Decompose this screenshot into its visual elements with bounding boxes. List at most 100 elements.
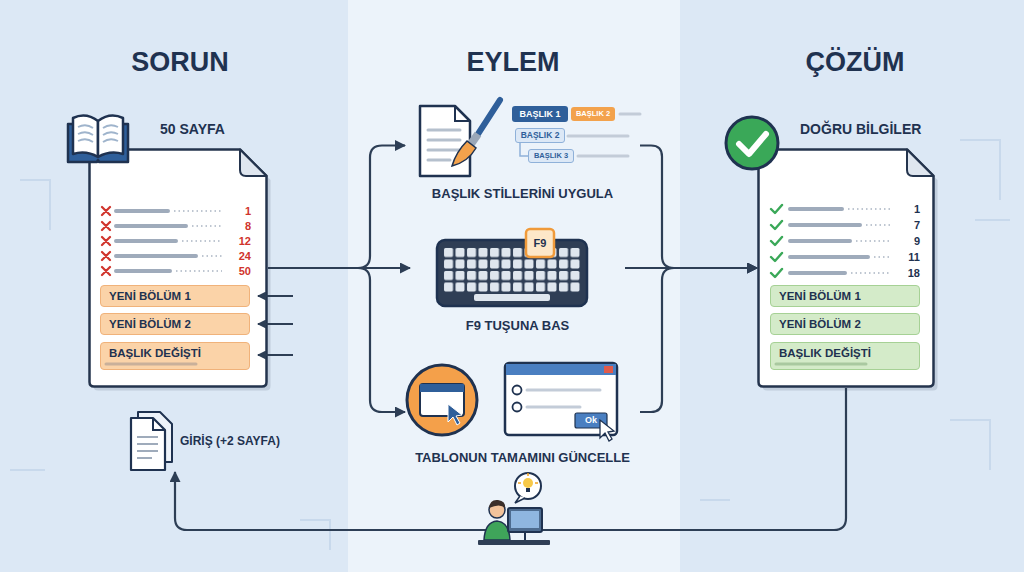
- page-number: 11: [891, 249, 920, 265]
- node-text: YENİ BÖLÜM 1: [109, 290, 247, 304]
- node-text: GİRİŞ (+2 SAYFA): [180, 434, 308, 448]
- insert-arrow: [258, 323, 293, 325]
- page-number: 1: [222, 203, 251, 219]
- document-fold: [240, 150, 267, 177]
- column-heading: ÇÖZÜM: [770, 44, 940, 80]
- thought-bubble: [515, 473, 541, 499]
- node-text: BAŞLIK STİLLERİNİ UYGULA: [405, 186, 640, 202]
- style-tag: BAŞLIK 1: [512, 106, 568, 122]
- page-number: 8: [222, 218, 251, 234]
- page-shape: [420, 106, 470, 176]
- monitor: [508, 508, 542, 532]
- book-icon: [68, 116, 128, 162]
- space-key: [474, 294, 550, 301]
- style-tag: BAŞLIK 2: [515, 128, 565, 143]
- column-heading: EYLEM: [428, 44, 598, 80]
- mouse-cursor: [448, 404, 462, 425]
- flow-arrow: [625, 267, 757, 269]
- toc-entry-bar: [116, 211, 196, 271]
- intro-page-icon: [131, 412, 172, 470]
- light-bulb: [523, 478, 533, 488]
- section-box: BAŞLIK DEĞİŞTİ: [100, 342, 250, 370]
- section-box: YENİ BÖLÜM 1: [100, 285, 250, 307]
- hierarchy-line: [520, 143, 528, 156]
- style-icon: [420, 100, 640, 176]
- document-fold: [907, 150, 934, 177]
- page-number: 50: [222, 263, 251, 279]
- action-step: F9 TUŞUNA BAS: [410, 216, 625, 320]
- flow-arrow: [175, 388, 846, 530]
- flow-arrow: [268, 146, 405, 269]
- section-box: YENİ BÖLÜM 2: [770, 313, 920, 335]
- desk: [478, 540, 550, 545]
- underline-bar: [776, 363, 866, 366]
- underline-bar: [106, 363, 196, 366]
- page-shape: [138, 412, 172, 462]
- node-text: DOĞRU BİLGİLER: [800, 121, 950, 138]
- section-box: BAŞLIK DEĞİŞTİ: [770, 342, 920, 370]
- action-step: TABLONUN TAMAMINI GÜNCELLE: [405, 358, 640, 466]
- page-shape: [131, 418, 165, 470]
- book-cover: [68, 124, 128, 162]
- node-text: BAŞLIK DEĞİŞTİ: [109, 347, 247, 361]
- close-button: [604, 366, 613, 373]
- node-text: YENİ BÖLÜM 1: [779, 290, 917, 304]
- brush-ferrule: [471, 134, 478, 144]
- page-number: 24: [222, 248, 251, 264]
- window-titlebar: [420, 384, 464, 392]
- monitor-stand: [524, 532, 526, 540]
- bubble-tail: [515, 496, 525, 503]
- section-box: YENİ BÖLÜM 2: [100, 313, 250, 335]
- error-mark: [102, 207, 110, 275]
- person-icon: [478, 473, 550, 545]
- mouse-cursor: [600, 420, 614, 441]
- book-page: [98, 116, 123, 157]
- page-number: 18: [891, 265, 920, 281]
- page-number: 12: [222, 233, 251, 249]
- keyboard-body: [437, 240, 587, 306]
- icon-circle: [407, 365, 477, 435]
- node-text: YENİ BÖLÜM 2: [779, 318, 917, 332]
- dot-leader: [848, 209, 890, 273]
- node-text: BAŞLIK DEĞİŞTİ: [779, 347, 917, 361]
- radio-button: [513, 386, 522, 395]
- column-band: [348, 0, 680, 572]
- success-icon: [726, 117, 778, 169]
- key-grid: [443, 247, 581, 293]
- dialog-window: [505, 363, 617, 435]
- page-number: 1: [891, 201, 920, 217]
- page-number: 9: [891, 233, 920, 249]
- book-lines: [78, 125, 118, 142]
- radio-button: [513, 403, 522, 412]
- page-lines: [428, 130, 460, 160]
- person-body: [484, 521, 510, 540]
- page-fold: [455, 106, 470, 121]
- column-band: [0, 0, 348, 572]
- person-head: [489, 502, 505, 518]
- flow-arrow: [640, 268, 757, 412]
- bulb-base: [526, 488, 530, 492]
- ok-button: [575, 413, 607, 428]
- node-text: TABLONUN TAMAMINI GÜNCELLE: [405, 450, 640, 466]
- keyboard-icon: [437, 229, 587, 306]
- node-text: F9 TUŞUNA BAS: [410, 318, 625, 334]
- bulb-rays: [518, 473, 538, 483]
- page-number: 7: [891, 217, 920, 233]
- monitor-screen: [511, 511, 539, 528]
- insert-arrow: [258, 295, 293, 297]
- f9-key: [526, 229, 554, 257]
- check-mark: [739, 134, 766, 154]
- option-lines: [527, 390, 600, 407]
- key-label: F9: [526, 229, 554, 257]
- page-fold: [153, 418, 165, 430]
- button-label: Ok: [575, 413, 607, 428]
- ok-mark: [771, 205, 782, 277]
- brush-tip: [452, 141, 476, 166]
- node-text: 50 SAYFA: [160, 121, 280, 138]
- check-circle: [726, 117, 778, 169]
- circuit-decoration: [10, 140, 1010, 550]
- flow-arrow: [640, 146, 757, 269]
- column-band: [680, 0, 1024, 572]
- person-hair: [489, 500, 505, 508]
